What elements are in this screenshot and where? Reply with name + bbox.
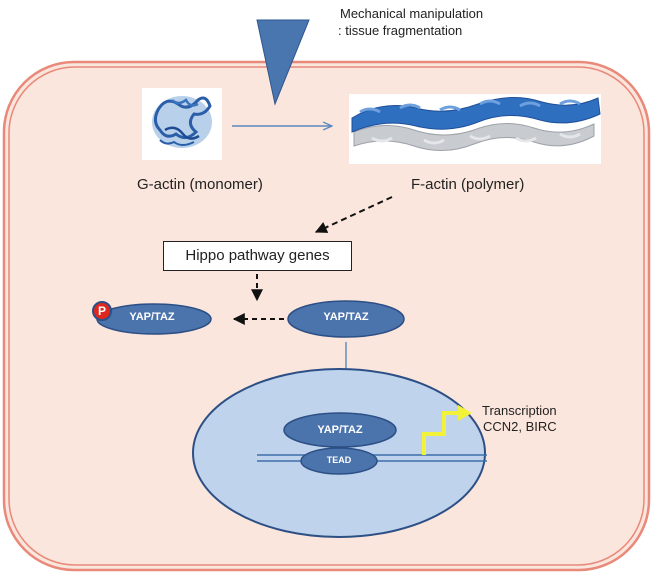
mechanical-wedge-icon [256, 19, 310, 106]
phospho-p-circle [92, 301, 112, 321]
tead-label: TEAD [326, 455, 352, 465]
cytoplasmic-yap-label: YAP/TAZ [323, 311, 369, 323]
f-actin-filament-icon [351, 96, 601, 151]
f-actin-to-hippo-arrow [314, 196, 393, 233]
transcription-label: Transcription [482, 403, 557, 418]
g-actin-molecule-icon [152, 96, 212, 148]
f-actin-label: F-actin (polymer) [411, 176, 525, 193]
cell-membrane-inner [8, 66, 645, 566]
nuclear-yap-label: YAP/TAZ [317, 424, 363, 436]
tead-oval [300, 447, 378, 475]
mechanical-label-line2: : tissue fragmentation [338, 23, 463, 38]
cytoplasmic-yap-oval [287, 300, 405, 338]
mechanical-label-line1: Mechanical manipulation [340, 6, 484, 21]
g-actin-label: G-actin (monomer) [137, 176, 263, 193]
target-genes-label: CCN2, BIRC [483, 419, 557, 434]
nuclear-yap-oval [283, 412, 397, 448]
phospho-yap-label: YAP/TAZ [129, 311, 175, 323]
hippo-pathway-box: Hippo pathway genes [163, 241, 352, 271]
transcription-arrowhead-icon [458, 405, 472, 421]
phospho-p-label: P [97, 304, 106, 318]
transcription-arrow-icon [422, 411, 460, 455]
